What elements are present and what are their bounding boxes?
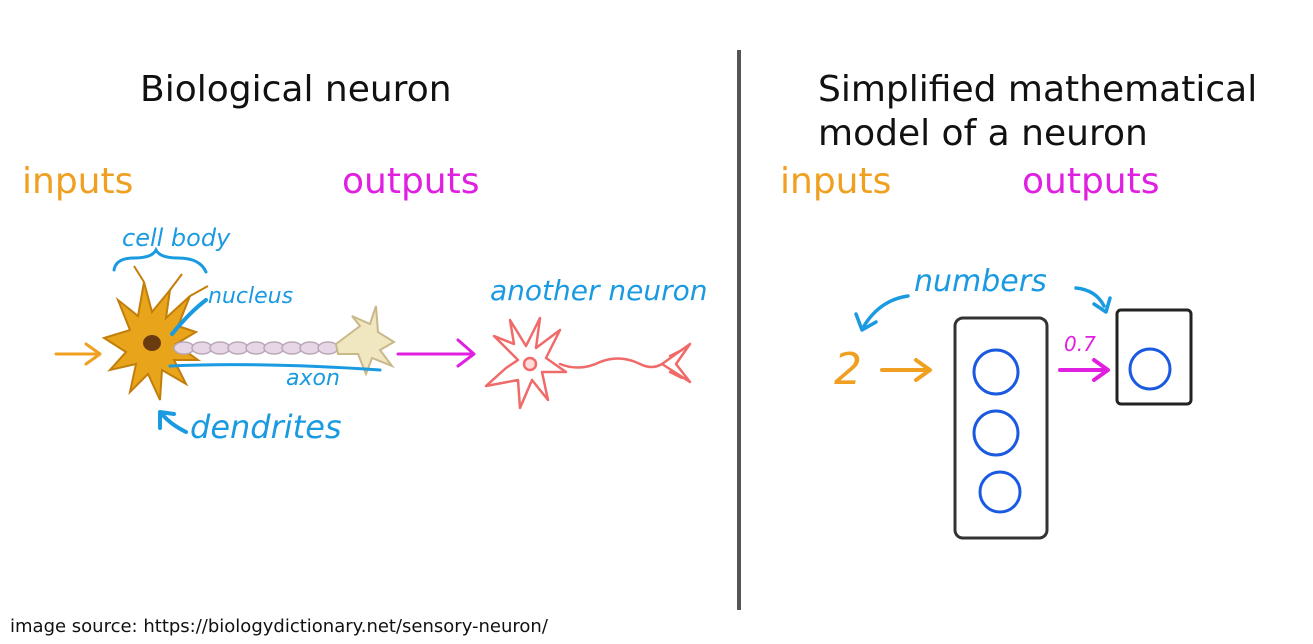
another-neuron-shape	[484, 316, 692, 410]
hidden-unit	[972, 348, 1020, 396]
cell-body-label: cell body	[122, 224, 231, 252]
another-neuron-label: another neuron	[490, 274, 708, 307]
numbers-left-arrow	[854, 294, 910, 332]
numbers-label: numbers	[914, 264, 1047, 299]
panel-divider	[737, 50, 741, 610]
axon-terminal	[334, 305, 396, 377]
nucleus-pointer	[170, 298, 208, 336]
output-value: 0.7	[1064, 332, 1096, 356]
right-outputs-label: outputs	[1022, 161, 1160, 202]
axon-label: axon	[286, 366, 340, 391]
dendrites-label: dendrites	[190, 408, 342, 446]
left-outputs-label: outputs	[342, 161, 480, 202]
neuron-cell-body	[101, 265, 209, 401]
left-output-arrow	[396, 338, 476, 368]
left-inputs-label: inputs	[22, 161, 134, 202]
right-output-arrow	[1058, 358, 1110, 382]
image-source-caption: image source: https://biologydictionary.…	[10, 616, 548, 637]
hidden-unit	[972, 409, 1020, 457]
cell-body-brace	[112, 246, 208, 274]
input-value: 2	[834, 344, 862, 395]
output-unit	[1128, 347, 1172, 391]
dendrites-pointer	[158, 410, 188, 434]
right-panel-title-line1: Simplified mathematical	[818, 69, 1258, 110]
output-layer-box	[1115, 308, 1193, 406]
axon-shape	[173, 341, 339, 355]
hidden-layer-box	[953, 316, 1049, 540]
nucleus-shape	[143, 335, 161, 351]
left-panel-title: Biological neuron	[140, 69, 452, 110]
hidden-unit	[978, 470, 1022, 514]
right-input-arrow	[880, 358, 932, 382]
left-input-arrow	[54, 342, 102, 366]
right-panel-title-line2: model of a neuron	[818, 113, 1148, 154]
nucleus-label: nucleus	[208, 284, 294, 309]
numbers-right-arrow	[1074, 286, 1112, 314]
axon-underline	[168, 363, 382, 372]
right-inputs-label: inputs	[780, 161, 892, 202]
